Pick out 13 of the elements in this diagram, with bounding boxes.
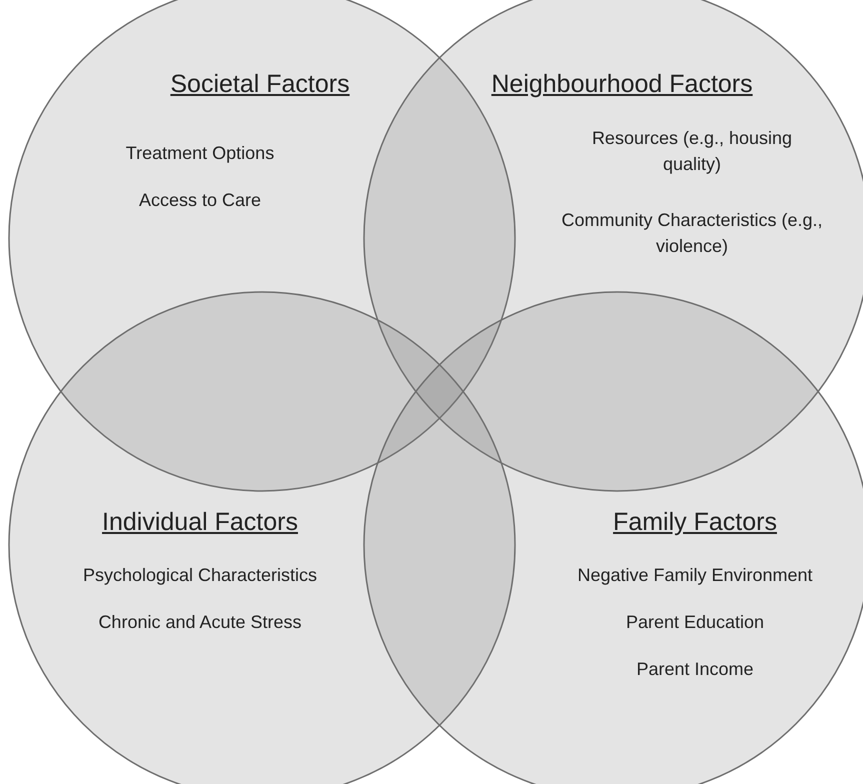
- circle-heading: Family Factors: [613, 508, 777, 537]
- factor-label: Resources (e.g., housing quality): [590, 127, 794, 176]
- factor-label: Access to Care: [138, 189, 262, 212]
- factor-label: Treatment Options: [124, 142, 276, 165]
- factor-label: Chronic and Acute Stress: [97, 611, 303, 634]
- factor-label: Psychological Characteristics: [82, 564, 318, 587]
- factor-label: Parent Education: [624, 611, 766, 634]
- factor-label: Negative Family Environment: [576, 564, 814, 587]
- factor-label: Parent Income: [635, 658, 755, 681]
- circle-heading: Individual Factors: [102, 508, 298, 537]
- circle-heading: Neighbourhood Factors: [491, 70, 753, 99]
- circle-heading: Societal Factors: [170, 70, 350, 99]
- factor-label: Community Characteristics (e.g., violence): [560, 209, 824, 258]
